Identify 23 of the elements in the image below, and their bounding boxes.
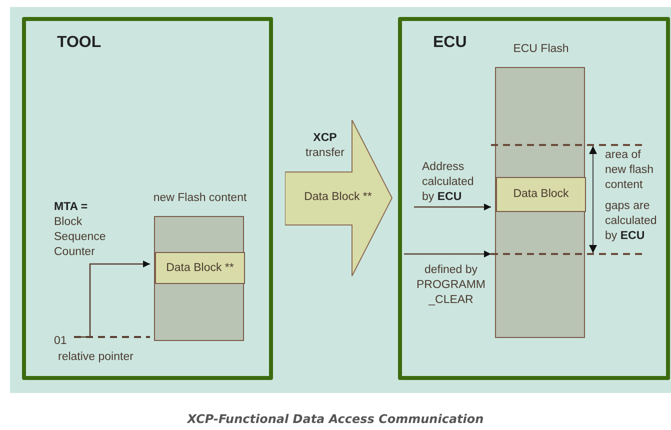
annotation-text: defined by PROGRAMM _CLEAR [416, 263, 486, 308]
panel [22, 17, 273, 380]
transfer-caption: XCP transfer [304, 131, 346, 161]
annotation-text: relative pointer [58, 350, 134, 365]
caption: XCP-Functional Data Access Communication [186, 412, 485, 426]
pointer-value: 01 [54, 334, 67, 349]
block-label: Data Block ** [165, 260, 235, 276]
connector [404, 250, 491, 258]
connector [414, 204, 491, 210]
data-block [155, 252, 245, 284]
block-label: Data Block [512, 187, 570, 202]
panel-title: TOOL [57, 33, 102, 53]
panel-title: ECU [433, 33, 467, 53]
connector [74, 336, 150, 338]
column-heading: ECU Flash [512, 42, 570, 57]
annotation-text: Address calculated by ECU [422, 160, 475, 205]
annotation-text: area of new flash content [605, 148, 655, 193]
data-block [496, 177, 586, 212]
annotation-text: MTA = Block Sequence Counter [54, 200, 107, 260]
arrow-label: Data Block ** [303, 190, 373, 205]
panel [398, 17, 670, 380]
column-heading: new Flash content [152, 191, 248, 206]
annotation-text: gaps are calculated by ECU [605, 199, 658, 244]
